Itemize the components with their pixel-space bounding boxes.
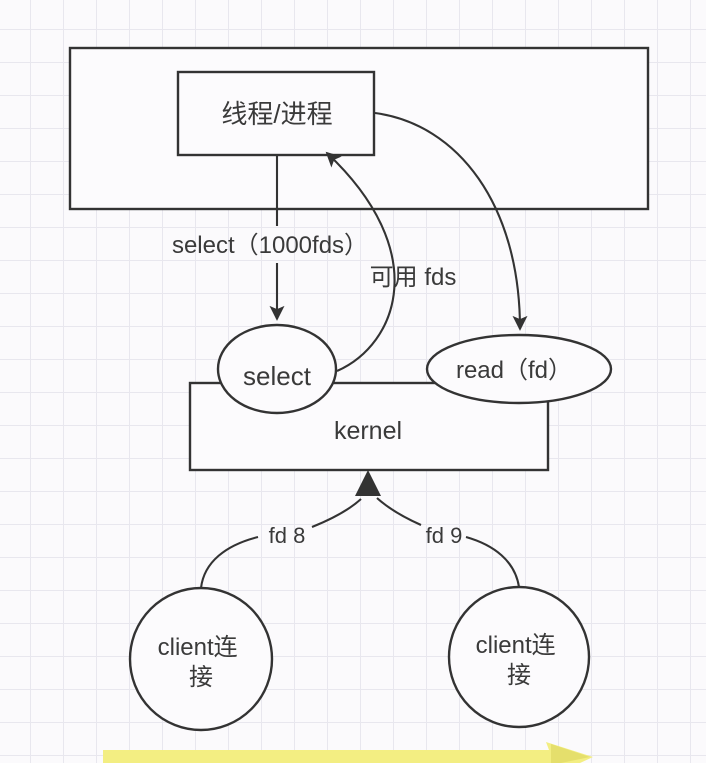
fd8-label: fd 8 bbox=[269, 523, 306, 548]
client-left-line1: client连 bbox=[158, 634, 238, 661]
fd9-curve-upper bbox=[376, 497, 422, 526]
client-right-label: client连 接 bbox=[476, 632, 563, 689]
client-left-label: client连 接 bbox=[158, 634, 245, 691]
kernel-label: kernel bbox=[334, 417, 402, 445]
client-right-line1: client连 bbox=[476, 632, 556, 659]
fd9-label: fd 9 bbox=[426, 523, 463, 548]
highlight-arrow bbox=[103, 742, 593, 763]
available-fds-label: 可用 fds bbox=[370, 264, 457, 291]
read-fd-ellipse bbox=[425, 333, 613, 405]
select-call-label: select（1000fds） bbox=[172, 232, 368, 259]
select-ellipse bbox=[216, 323, 338, 415]
client-left-line2: 接 bbox=[189, 664, 213, 691]
highlight-arrow-tip bbox=[551, 744, 590, 763]
fd9-curve-lower bbox=[465, 535, 521, 588]
read-fd-label: read（fd） bbox=[456, 357, 572, 384]
client-right-line2: 接 bbox=[507, 662, 531, 689]
fd8-curve-upper bbox=[311, 498, 362, 528]
fd8-curve-lower bbox=[199, 535, 259, 589]
thread-process-label: 线程/进程 bbox=[221, 99, 332, 129]
thread-process-box bbox=[176, 70, 376, 157]
available-fds-arrow bbox=[325, 151, 396, 372]
thread-to-read-arrow bbox=[374, 111, 528, 331]
select-label: select bbox=[243, 361, 312, 391]
kernel-up-arrowhead bbox=[355, 470, 381, 496]
